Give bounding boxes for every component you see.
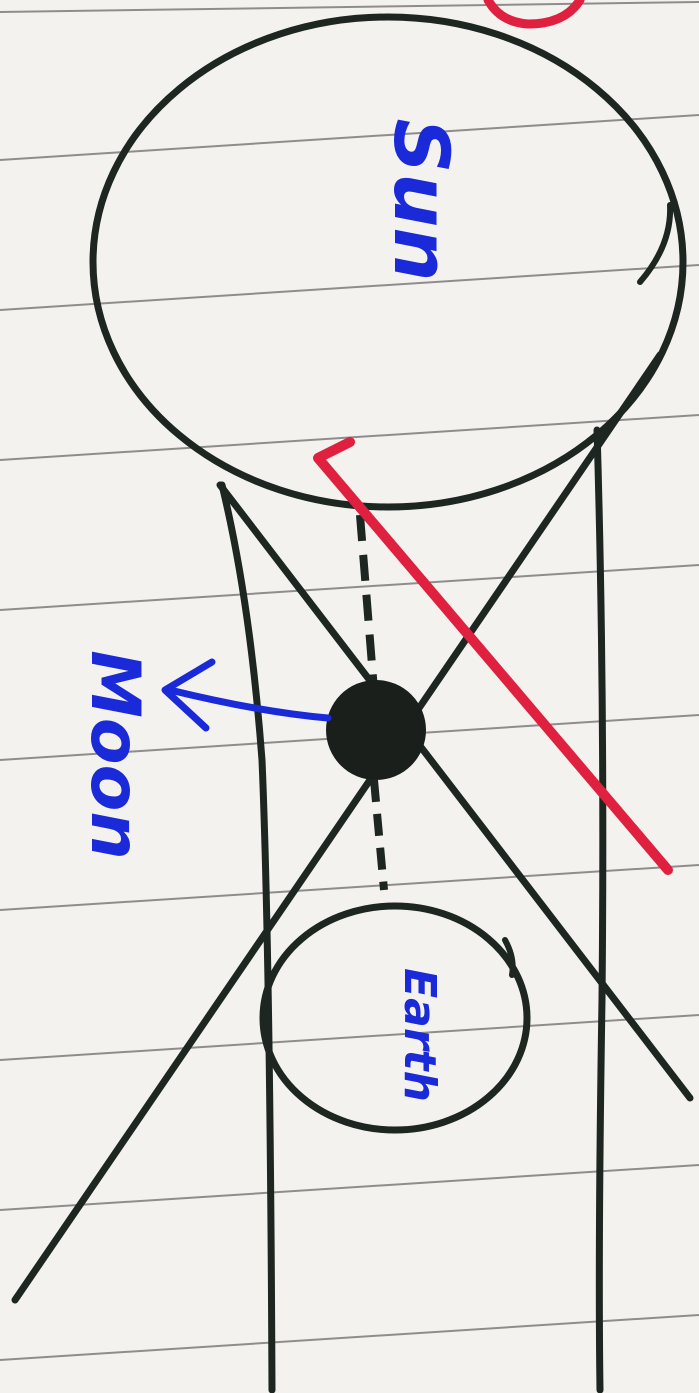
- umbra-line-right: [597, 430, 603, 1390]
- moon-body: [326, 680, 426, 780]
- penumbra-line-a: [220, 485, 690, 1098]
- center-line-lower: [374, 780, 384, 890]
- center-line-upper: [360, 515, 374, 690]
- moon-label: Moon: [75, 650, 154, 860]
- sun-circle-tick: [640, 205, 670, 282]
- earth-label: Earth: [394, 968, 445, 1102]
- sun-label: Sun: [377, 119, 466, 282]
